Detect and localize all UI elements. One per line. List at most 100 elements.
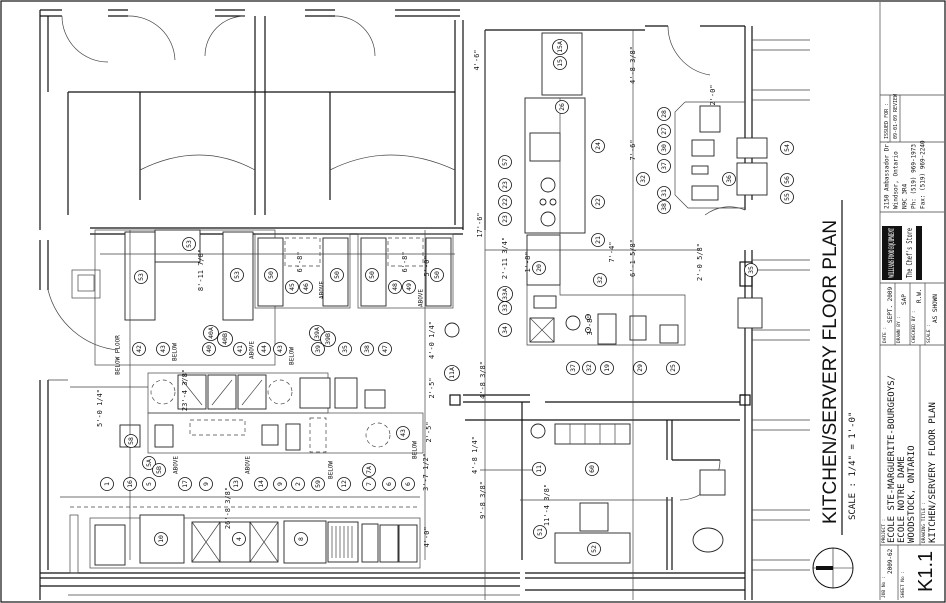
tag-label: 29 <box>636 364 644 372</box>
tag-label: 40A <box>207 327 215 339</box>
tag-label: 50 <box>368 271 376 279</box>
tag-label: 2 <box>294 482 302 486</box>
annotation-text: ABOVE <box>418 289 425 307</box>
tag-label: 21 <box>594 236 602 244</box>
equipment-tag: 9 <box>199 477 213 491</box>
equipment-tag: 50 <box>330 268 344 282</box>
project-line-2: ECOLE NOTRE DAME <box>897 456 907 543</box>
equipment-tag: 45 <box>285 280 299 294</box>
tag-circle <box>142 477 156 491</box>
equipment-tag: 40A <box>203 325 219 341</box>
equipment-tag: 9 <box>273 477 287 491</box>
logo-text: WILLIAMS FOOD EQUIPMENT <box>887 228 896 278</box>
tag-label: 50 <box>433 271 441 279</box>
tag-circle <box>591 139 605 153</box>
tag-label: 23 <box>501 215 509 223</box>
drawn-by-value: SAP <box>901 294 908 305</box>
tag-circle <box>311 477 325 491</box>
tag-label: 39 <box>314 345 322 353</box>
tag-label: 36 <box>725 175 733 183</box>
tag-circle <box>254 477 268 491</box>
tag-label: 11A <box>448 367 456 379</box>
equipment-tag: 30 <box>657 141 671 155</box>
dimension-label: 4'-0 1/4" <box>428 321 436 359</box>
tag-circle <box>657 124 671 138</box>
tag-label: 56 <box>783 176 791 184</box>
tag-circle <box>285 280 299 294</box>
drawing-title: KITCHEN/SERVERY FLOOR PLAN SCALE : 1/4" … <box>820 200 858 535</box>
tag-label: 48 <box>391 283 399 291</box>
equipment-tag: 7A <box>362 463 376 477</box>
equipment-tag: 53 <box>134 270 148 284</box>
tag-label: 22 <box>501 198 509 206</box>
tag-label: 4 <box>235 537 243 541</box>
job-no-value: 2009-62 <box>887 548 894 574</box>
dimension-label: 23'-4 3/8" <box>181 369 189 411</box>
tag-circle <box>744 263 758 277</box>
tag-circle <box>100 477 114 491</box>
tag-circle <box>360 342 374 356</box>
tag-label: 55 <box>783 193 791 201</box>
tag-label: 45 <box>288 283 296 291</box>
tag-label: 50 <box>267 271 275 279</box>
equipment-tag: 8 <box>294 532 308 546</box>
tag-circle <box>585 462 599 476</box>
tag-label: 6 <box>404 482 412 486</box>
tag-circle <box>498 212 512 226</box>
dimension-labels: 4'-6"4'-8 3/8"2'-0"7'-6"17'-6"6'-1 5/8"2… <box>96 46 717 548</box>
equipment-tag: 7 <box>362 477 376 491</box>
equipment-tag: 16 <box>123 477 137 491</box>
tag-label: 14 <box>257 480 265 488</box>
tag-label: 38 <box>363 345 371 353</box>
tag-circle <box>338 342 352 356</box>
equipment-tag: 35 <box>744 263 758 277</box>
equipment-tag: 38 <box>360 342 374 356</box>
annotation-text: ABOVE <box>319 281 326 299</box>
dimension-label: 5'-0" <box>423 255 431 276</box>
tag-circle <box>273 477 287 491</box>
tag-circle <box>337 477 351 491</box>
equipment-tag: 49 <box>402 280 416 294</box>
tag-circle <box>498 155 512 169</box>
tag-circle <box>382 477 396 491</box>
tag-circle <box>780 141 794 155</box>
equipment-tag: 44 <box>257 342 271 356</box>
drawing-title-label: DRAWING TITLE : <box>921 502 927 543</box>
equipment <box>70 32 768 569</box>
tag-label: 9 <box>202 482 210 486</box>
tag-label: 32 <box>585 364 593 372</box>
tag-circle <box>657 200 671 214</box>
tag-circle <box>142 456 156 470</box>
equipment-tag: 5 <box>142 477 156 491</box>
equipment-tag: 13 <box>229 477 243 491</box>
tag-label: 5B <box>155 466 163 474</box>
equipment-tag: 6 <box>401 477 415 491</box>
equipment-tag: 38 <box>657 200 671 214</box>
address-line: Fax: (519) 969-2240 <box>920 140 927 209</box>
tag-label: 6 <box>385 482 393 486</box>
sheet-no-label: SHEET No : <box>900 571 906 598</box>
equipment-tag: 11 <box>532 462 546 476</box>
equipment-tag: 43 <box>273 342 287 356</box>
equipment-tag: 5A <box>142 456 156 470</box>
equipment-tag: 42 <box>132 342 146 356</box>
tag-label: 12 <box>340 480 348 488</box>
tag-label: 53 <box>137 273 145 281</box>
tag-circle <box>233 342 247 356</box>
tag-circle <box>553 56 567 70</box>
tag-label: 53 <box>185 240 193 248</box>
tag-circle <box>600 361 614 375</box>
equipment-tag: 41 <box>233 342 247 356</box>
tag-label: 52 <box>590 545 598 553</box>
drawing-title-value: KITCHEN/SERVERY FLOOR PLAN <box>928 402 938 543</box>
tag-circle <box>232 532 246 546</box>
tag-label: 33 <box>501 304 509 312</box>
dimension-label: 6'-8" <box>296 251 304 272</box>
equipment-tag: 47 <box>378 342 392 356</box>
tag-circle <box>498 178 512 192</box>
north-arrow <box>812 547 854 589</box>
tag-circle <box>202 342 216 356</box>
issued-date: 09-01-09 <box>893 115 899 139</box>
tag-circle <box>587 542 601 556</box>
